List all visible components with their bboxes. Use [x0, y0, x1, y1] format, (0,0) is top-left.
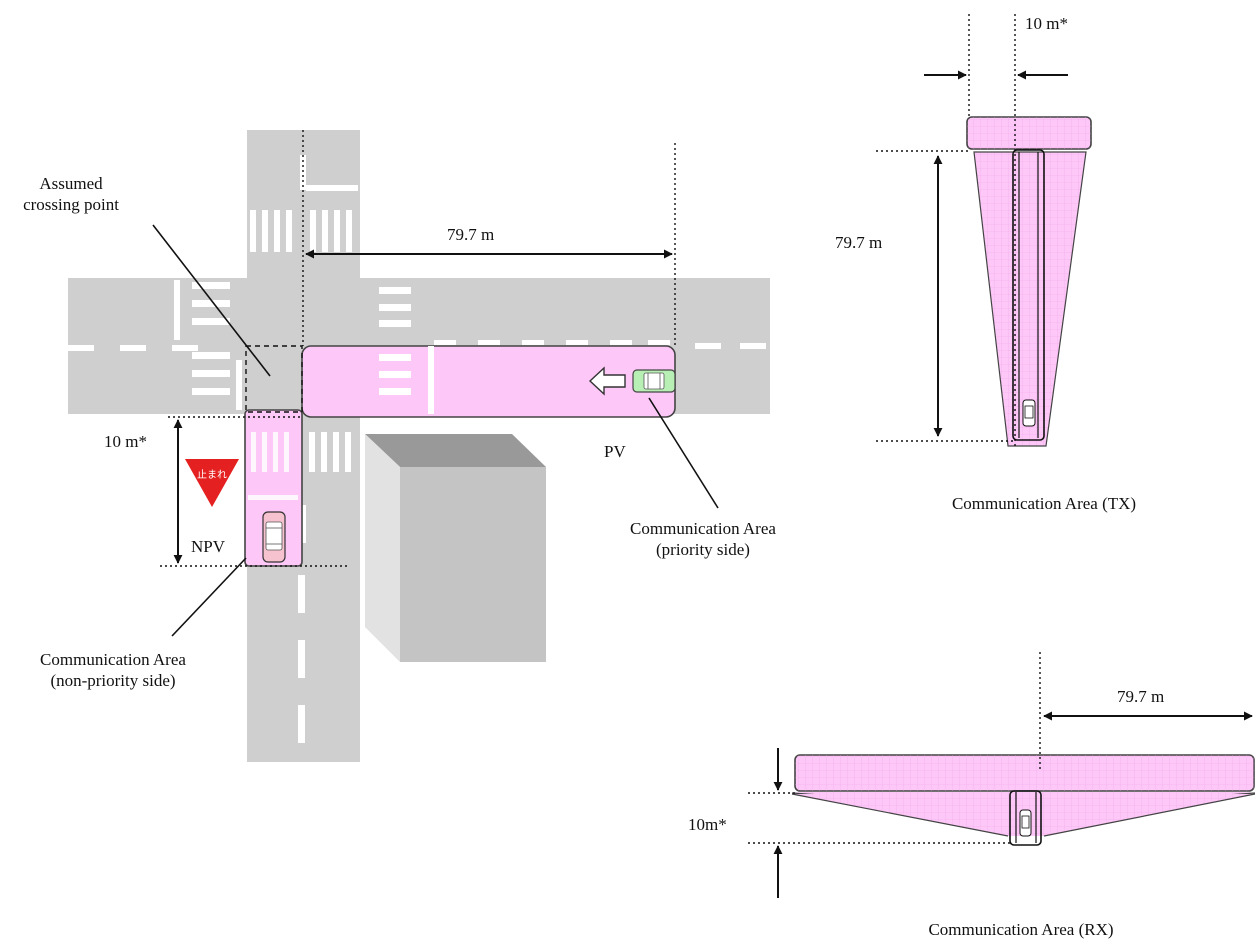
comm-nonpriority-label-1: Communication Area [40, 650, 186, 669]
comm-area-nonpriority [244, 409, 303, 567]
tx-length-label: 79.7 m [835, 233, 882, 252]
car-icon [1022, 399, 1036, 427]
assumed-crossing-box [245, 345, 303, 413]
comm-priority-label-1: Communication Area [630, 519, 776, 538]
rx-width-label: 10m* [688, 815, 727, 834]
arrow-left-icon [588, 366, 626, 396]
comm-nonpriority-label-2: (non-priority side) [50, 671, 175, 690]
intersection-scene: 止まれ 79.7 m 10 m* Assumed crossing point … [23, 130, 776, 762]
car-icon [1019, 809, 1032, 837]
pv-vehicle [632, 369, 676, 393]
npv-vehicle [262, 511, 286, 563]
tx-width-label: 10 m* [1025, 14, 1068, 33]
tx-diagram: 10 m* 79.7 m Communication Area (TX) [835, 14, 1136, 513]
guide-lines [160, 130, 676, 567]
rx-caption: Communication Area (RX) [928, 920, 1113, 939]
stop-sign-text: 止まれ [197, 469, 227, 481]
crosswalk-top [250, 210, 352, 252]
rx-length-label: 79.7 m [1117, 687, 1164, 706]
stop-sign-icon: 止まれ [185, 459, 239, 507]
center-line-dashes [68, 343, 766, 351]
tx-road-strip [1012, 149, 1045, 441]
pv-label: PV [604, 442, 626, 461]
rx-diagram: 79.7 m 10m* Communication Area (RX) [688, 652, 1255, 939]
assumed-crossing-label-2: crossing point [23, 195, 119, 214]
assumed-crossing-label-1: Assumed [39, 174, 103, 193]
comm-area-priority [301, 287, 676, 418]
building [365, 434, 546, 662]
crosswalk-bottom [309, 432, 351, 472]
tx-caption: Communication Area (TX) [952, 494, 1136, 513]
rx-road-strip [1009, 790, 1042, 846]
crosswalk-left [174, 280, 242, 410]
distance-side-label: 10 m* [104, 432, 147, 451]
leader-lines [152, 224, 719, 637]
npv-label: NPV [191, 537, 226, 556]
comm-priority-label-2: (priority side) [656, 540, 750, 559]
distance-main-label: 79.7 m [447, 225, 494, 244]
